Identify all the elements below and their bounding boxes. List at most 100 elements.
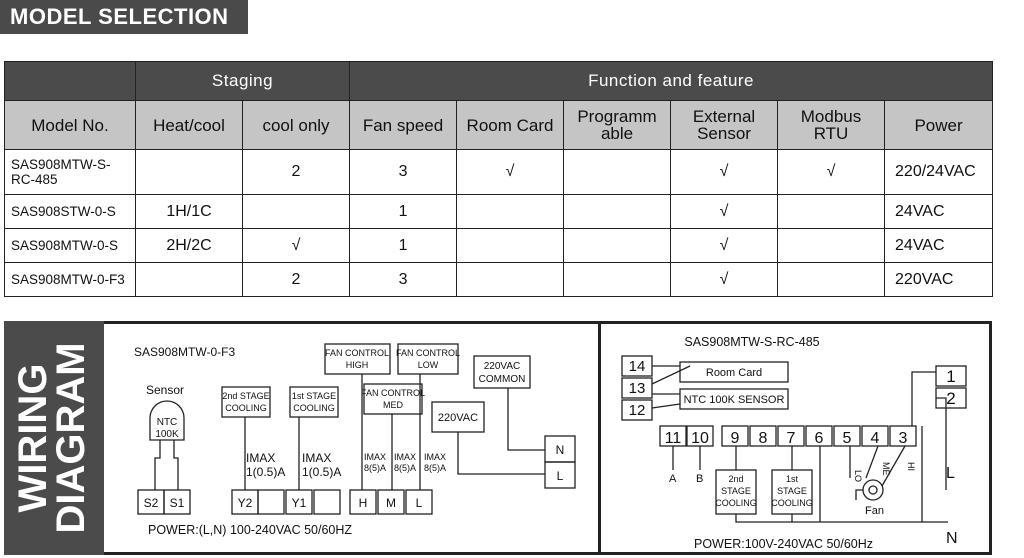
left-terminal-box bbox=[349, 489, 377, 515]
right-terminal-label: 3 bbox=[899, 430, 908, 447]
table-cell: 2 bbox=[241, 149, 351, 195]
model-cell: SAS908STW-0-S bbox=[4, 194, 136, 229]
fan-icon bbox=[862, 479, 884, 501]
stage1-text-1: 1st STAGE bbox=[292, 391, 336, 401]
right-terminal-box bbox=[833, 425, 861, 447]
imax-5-label: IMAX bbox=[424, 452, 446, 462]
header-room-card: Room Card bbox=[456, 100, 565, 150]
group-function: Function and feature bbox=[349, 61, 994, 101]
fan-low-text-1: FAN CONTROL bbox=[396, 348, 460, 358]
left-terminal-label: S2 bbox=[144, 496, 159, 510]
r-stage1-3: COOLING bbox=[771, 498, 813, 508]
left-terminal-box bbox=[163, 489, 191, 515]
imax-3-value: 8(5)A bbox=[364, 463, 386, 473]
r-stage1-2: STAGE bbox=[777, 486, 807, 496]
left-terminal-box bbox=[377, 489, 405, 515]
terminal-1: 1 bbox=[946, 367, 955, 386]
imax-4-value: 8(5)A bbox=[394, 463, 416, 473]
imax-1-value: 1(0.5)A bbox=[246, 465, 285, 479]
fan-me-label: ME bbox=[881, 462, 891, 476]
terminal-n: N bbox=[556, 443, 565, 457]
left-terminal-label: L bbox=[416, 496, 423, 510]
table-cell: 220VAC bbox=[884, 262, 994, 297]
table-cell bbox=[563, 262, 672, 297]
stage1-box bbox=[289, 386, 339, 418]
terminal-2: 2 bbox=[946, 389, 955, 408]
fan-high-text-2: HIGH bbox=[346, 360, 369, 370]
stage2-text-1: 2nd STAGE bbox=[222, 391, 269, 401]
imax-3-label: IMAX bbox=[364, 452, 386, 462]
section-title: MODEL SELECTION bbox=[0, 0, 248, 34]
fan-high-box bbox=[324, 343, 391, 375]
right-l-label: L bbox=[946, 465, 955, 482]
table-cell: 24VAC bbox=[884, 228, 994, 263]
imax-1-label: IMAX bbox=[246, 451, 275, 465]
table-cell bbox=[777, 262, 886, 297]
right-terminal-box bbox=[805, 425, 833, 447]
group-blank bbox=[4, 61, 136, 101]
right-model: SAS908MTW-S-RC-485 bbox=[684, 335, 819, 349]
room-card-label: Room Card bbox=[706, 367, 762, 379]
right-terminal-label: 5 bbox=[843, 430, 852, 447]
header-power: Power bbox=[884, 100, 994, 150]
left-terminal-label: Y2 bbox=[238, 496, 253, 510]
vac-text: 220VAC bbox=[438, 412, 478, 424]
table-cell: √ bbox=[670, 228, 779, 263]
common-box bbox=[473, 355, 531, 389]
table-cell: 220/24VAC bbox=[884, 149, 994, 195]
r-stage1-1: 1st bbox=[786, 474, 799, 484]
left-terminal-box bbox=[313, 489, 341, 515]
ntc-sensor-icon bbox=[149, 400, 185, 441]
model-selection-table: Staging Function and feature Model No.He… bbox=[4, 61, 994, 297]
right-terminal-label: 10 bbox=[691, 430, 709, 447]
terminal-l-box bbox=[544, 461, 576, 489]
table-cell bbox=[135, 262, 243, 297]
right-power: POWER:100V-240VAC 50/60Hz bbox=[694, 537, 873, 551]
right-terminal-label: 4 bbox=[871, 430, 880, 447]
table-cell: √ bbox=[670, 194, 779, 229]
table-cell: √ bbox=[670, 262, 779, 297]
wiring-side-panel bbox=[4, 321, 104, 555]
table-cell bbox=[563, 149, 672, 195]
wiring-left: SAS908MTW-0-F3 Sensor NTC 100K 2nd STAGE… bbox=[134, 343, 576, 537]
right-terminal-label: 6 bbox=[815, 430, 824, 447]
right-terminal-label: 7 bbox=[787, 430, 796, 447]
sensor-label: Sensor bbox=[146, 383, 184, 397]
ntc-value: 100K bbox=[155, 429, 179, 440]
stage2-box bbox=[221, 386, 271, 418]
imax-2-label: IMAX bbox=[302, 451, 331, 465]
right-terminal-box bbox=[861, 425, 889, 447]
right-terminal-box bbox=[749, 425, 777, 447]
terminal-l: L bbox=[557, 469, 564, 483]
header-cool-only: cool only bbox=[241, 100, 351, 150]
table-cell bbox=[456, 194, 565, 229]
fan-high-text-1: FAN CONTROL bbox=[325, 348, 389, 358]
right-terminal-label: 8 bbox=[759, 430, 768, 447]
ntc-text: NTC bbox=[157, 417, 178, 428]
table-cell: 1H/1C bbox=[135, 194, 243, 229]
left-model: SAS908MTW-0-F3 bbox=[134, 345, 235, 359]
fan-label: Fan bbox=[865, 505, 884, 517]
fan-low-text-2: LOW bbox=[418, 360, 439, 370]
r-stage2-1: 2nd bbox=[728, 474, 743, 484]
wiring-divider bbox=[598, 321, 601, 555]
fan-lo-label: LO bbox=[853, 470, 863, 482]
r-stage2-3: COOLING bbox=[715, 498, 757, 508]
header-modbus-rtu: Modbus RTU bbox=[777, 100, 886, 150]
imax-2-value: 1(0.5)A bbox=[302, 465, 341, 479]
stage1-text-2: COOLING bbox=[293, 403, 335, 413]
terminal-13: 13 bbox=[629, 380, 646, 397]
header-fan-speed: Fan speed bbox=[349, 100, 458, 150]
terminal-12: 12 bbox=[629, 402, 646, 419]
room-card-box bbox=[679, 361, 789, 383]
left-power: POWER:(L,N) 100-240VAC 50/60HZ bbox=[148, 523, 352, 537]
table-cell: 2H/2C bbox=[135, 228, 243, 263]
model-cell: SAS908MTW-0-S bbox=[4, 228, 136, 263]
model-cell: SAS908MTW-S-RC-485 bbox=[4, 149, 136, 195]
right-terminal-box bbox=[721, 425, 749, 447]
table-cell: √ bbox=[456, 149, 565, 195]
header-programmable: Programm able bbox=[563, 100, 672, 150]
left-terminal-box bbox=[285, 489, 313, 515]
